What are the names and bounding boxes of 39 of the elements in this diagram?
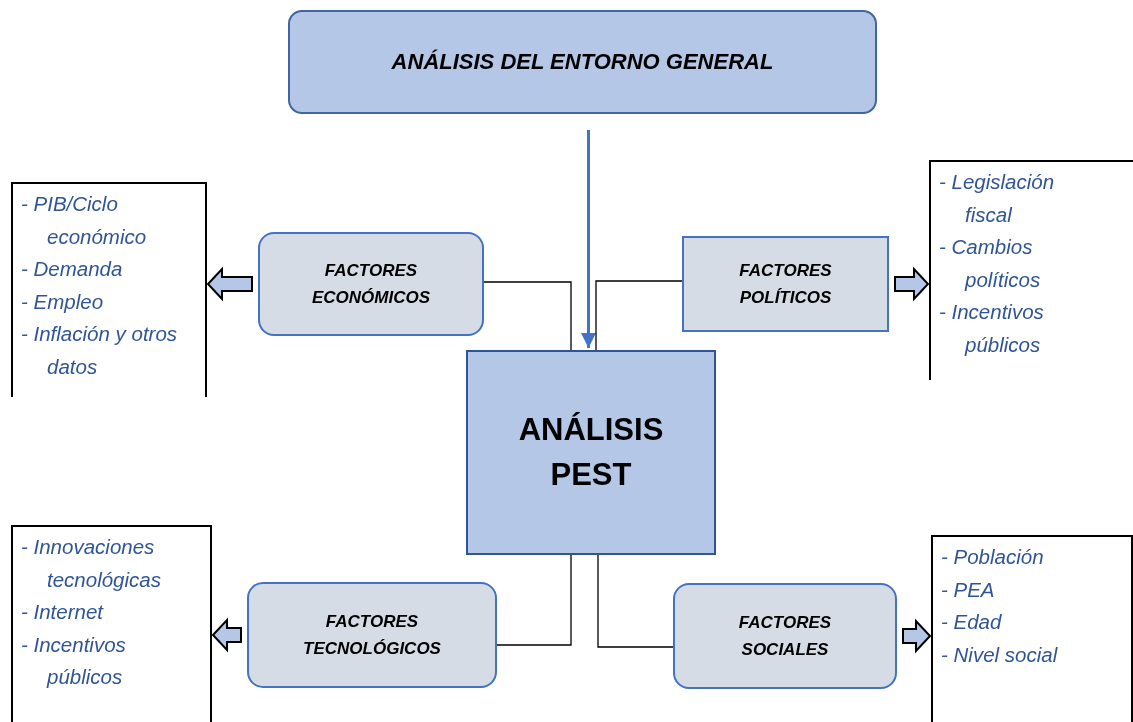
arrow [581,130,596,348]
connector-line [595,280,683,351]
list-item: - Internet [21,599,105,625]
list-item: - Edad [941,609,1003,635]
list-item: - Nivel social [941,641,1058,668]
box-label: FACTORES SOCIALES [737,611,833,661]
list-panel [929,160,1133,380]
factor-box [682,236,889,332]
list-item: - Población [941,544,1045,570]
list-item: - Demanda [21,256,124,282]
box-label: FACTORES ECONÓMICOS [310,259,432,309]
connector-line [597,554,674,648]
box-label: FACTORES POLÍTICOS [738,259,833,309]
title-box [288,10,877,114]
list-item: - Empleo [21,288,105,315]
block-arrow [211,617,242,653]
list-panel [11,525,212,722]
list-panel [931,535,1133,722]
factor-box [258,232,484,336]
list-item: - Incentivos públicos [21,631,127,690]
box-label: ANÁLISIS PEST [517,410,665,494]
block-arrow [902,618,932,654]
box-label: FACTORES TECNOLÓGICOS [302,610,442,660]
connector-line [496,554,572,646]
factor-box [247,582,497,688]
list-item: - Innovaciones tecnológicas [21,534,162,593]
list-item: - Inflación y otros datos [21,321,179,380]
box-label: ANÁLISIS DEL ENTORNO GENERAL [391,49,774,75]
list-panel [11,182,207,397]
factor-box [673,583,897,689]
connector-line [483,281,572,351]
list-item: - Cambios políticos [939,234,1042,293]
center-box [466,350,716,555]
list-item: - PEA [941,576,996,603]
list-item: - Legislación fiscal [939,169,1056,228]
list-item: - Incentivos públicos [939,299,1045,358]
block-arrow [894,266,930,302]
block-arrow [206,266,253,302]
list-item: - PIB/Ciclo económico [21,191,148,250]
